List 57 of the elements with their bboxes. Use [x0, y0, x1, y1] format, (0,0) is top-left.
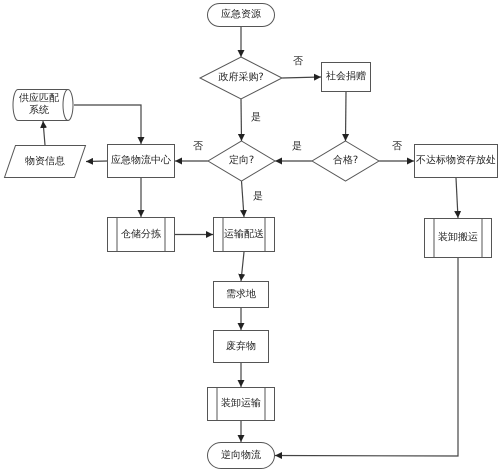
database-cylinder	[12, 89, 74, 121]
node-label: 政府采购?	[218, 72, 264, 84]
node-label: 定向?	[228, 155, 254, 167]
node-label: 不达标物资存放处	[416, 155, 496, 167]
node-label: 仓储分拣	[121, 228, 161, 240]
node-label: 需求地	[226, 288, 256, 300]
node-label: 物资信息	[25, 156, 65, 168]
edge-label: 是	[291, 141, 303, 153]
process-box	[107, 144, 175, 178]
terminal-shape	[207, 3, 275, 27]
arrow	[238, 99, 245, 141]
data-parallelogram	[4, 145, 86, 178]
arrow	[454, 178, 462, 218]
arrow	[175, 158, 208, 164]
edge-label: 是	[250, 112, 262, 124]
node-label: 合格?	[332, 155, 358, 167]
arrow	[282, 74, 322, 81]
node-label: 装卸搬运	[438, 232, 478, 244]
edge-label: 否	[292, 56, 304, 68]
predefined-process-box	[213, 217, 275, 252]
node-label: 装卸运输	[221, 398, 261, 410]
predefined-process-box	[107, 217, 175, 252]
process-box	[213, 281, 269, 308]
edge-label: 否	[192, 141, 204, 153]
predefined-process-box	[207, 387, 275, 421]
arrow	[175, 231, 213, 238]
node-label: 供应匹配系统	[18, 93, 60, 117]
arrow	[238, 363, 244, 387]
process-box	[213, 330, 269, 363]
node-label: 应急资源	[221, 9, 261, 21]
node-label: 废弃物	[226, 340, 256, 352]
terminal-shape	[207, 442, 275, 469]
arrow	[238, 27, 244, 57]
node-label: 逆向物流	[221, 450, 261, 462]
arrow	[379, 158, 414, 164]
edge-label: 否	[391, 141, 403, 153]
node-label: 社会捐赠	[326, 71, 366, 83]
arrow	[342, 92, 350, 141]
arrow	[275, 258, 459, 460]
process-box	[321, 62, 371, 92]
edge-label: 是	[252, 191, 264, 203]
arrow	[74, 104, 144, 144]
arrow	[86, 158, 108, 165]
process-box	[414, 144, 498, 178]
decision-diamond	[200, 57, 282, 99]
arrow	[238, 252, 246, 282]
node-label: 应急物流中心	[111, 155, 171, 167]
arrow	[40, 120, 48, 146]
arrow	[238, 421, 244, 442]
arrow	[240, 180, 247, 218]
arrow	[138, 178, 144, 217]
arrow	[275, 158, 312, 164]
decision-diamond	[312, 141, 379, 181]
arrow	[238, 308, 244, 330]
node-label: 运输配送	[224, 228, 264, 240]
predefined-process-box	[424, 218, 492, 258]
decision-diamond	[208, 141, 275, 181]
